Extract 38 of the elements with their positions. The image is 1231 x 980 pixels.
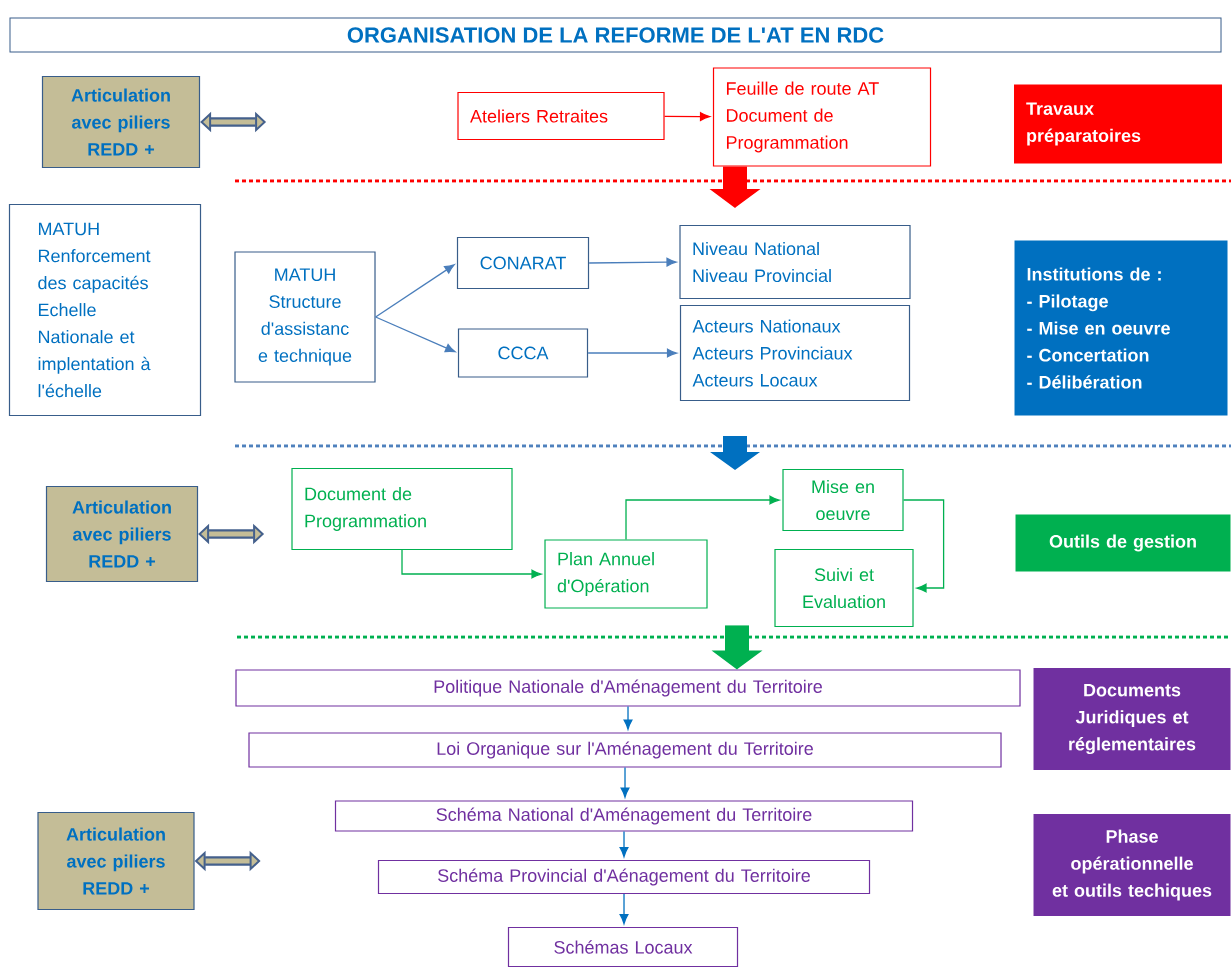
arrow xyxy=(401,549,542,579)
label-box: Outils de gestion xyxy=(1015,514,1231,572)
process-box: Politique Nationale d'Aménagement du Territoire xyxy=(235,669,1021,707)
arrow xyxy=(619,830,629,858)
title-box: ORGANISATION DE LA REFORME DE L'AT EN RDC xyxy=(9,17,1222,53)
process-box: Document de Programmation xyxy=(291,467,513,551)
process-box: Schéma National d'Aménagement du Territoire xyxy=(334,800,914,832)
arrow xyxy=(587,348,678,358)
process-box: Suivi et Evaluation xyxy=(774,548,914,628)
process-box: Acteurs Nationaux Acteurs Provinciaux Acteurs Locaux xyxy=(679,304,911,402)
process-box: Feuille de route AT Document de Programmation xyxy=(712,67,932,167)
process-box: Schéma Provincial d'Aénagement du Territoire xyxy=(377,859,871,895)
arrow xyxy=(625,495,780,541)
process-box: MATUH Renforcement des capacités Echelle Nationale et implentation à l'échelle xyxy=(8,203,202,417)
arrow xyxy=(374,316,456,353)
process-box: Mise en oeuvre xyxy=(782,468,904,532)
process-box: Plan Annuel d'Opération xyxy=(544,539,708,609)
label-box: Phase opérationnelle et outils techiques xyxy=(1033,814,1231,916)
process-box: Schémas Locaux xyxy=(507,926,739,968)
shaded-box: Articulation avec piliers REDD + xyxy=(45,485,199,583)
process-box: Ateliers Retraites xyxy=(457,91,665,141)
process-box: MATUH Structure d'assistanc e technique xyxy=(234,251,376,383)
arrow xyxy=(619,893,629,925)
arrow xyxy=(620,766,630,798)
label-box: Travaux préparatoires xyxy=(1014,84,1222,164)
arrow xyxy=(663,112,711,121)
shaded-box: Articulation avec piliers REDD + xyxy=(37,811,195,911)
arrow xyxy=(374,264,455,318)
label-box: Institutions de : - Pilotage - Mise en oeuvre - Concertation - Délibération xyxy=(1014,240,1228,416)
process-box: Niveau National Niveau Provincial xyxy=(679,224,911,300)
arrow xyxy=(623,705,633,730)
process-box: Loi Organique sur l'Aménagement du Territoire xyxy=(248,732,1002,768)
arrow xyxy=(588,257,677,267)
shaded-box: Articulation avec piliers REDD + xyxy=(41,75,201,169)
label-box: Documents Juridiques et réglementaires xyxy=(1033,668,1231,770)
process-box: CCCA xyxy=(457,328,589,378)
arrow xyxy=(902,499,945,593)
process-box: CONARAT xyxy=(456,236,590,290)
